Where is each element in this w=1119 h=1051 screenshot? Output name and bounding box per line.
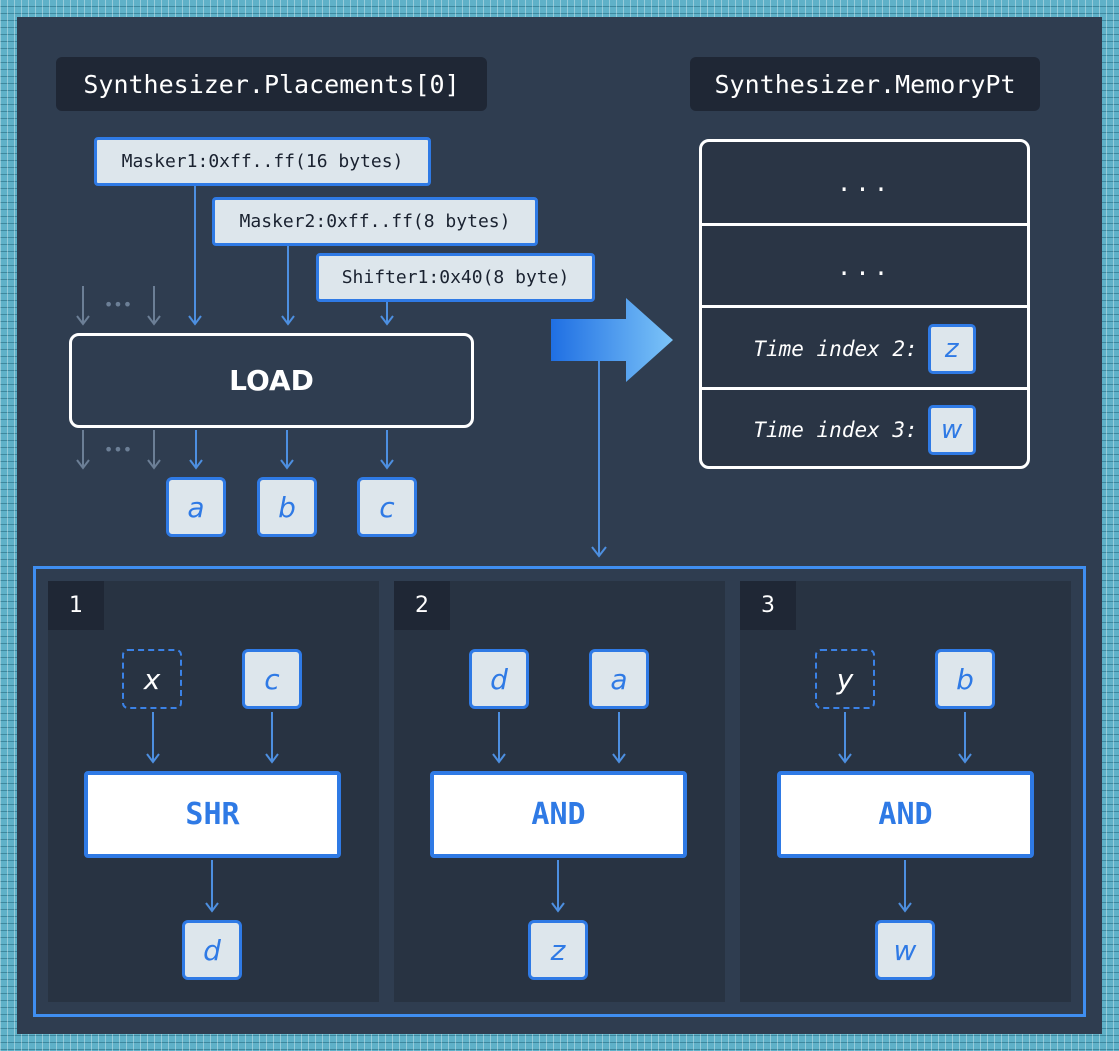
arrow-head	[838, 753, 852, 764]
arrow-head	[958, 753, 972, 764]
arrow-head	[146, 753, 160, 764]
memory-row-3-label: Time index 2:	[753, 336, 918, 361]
memory-var-w: w	[927, 404, 976, 455]
arrow-head	[591, 546, 607, 558]
down-to-container-arrow	[591, 361, 607, 558]
memory-divider	[702, 223, 1027, 226]
ellipsis-bottom: •••	[104, 440, 132, 459]
masker2-box: Masker2: 0xff..ff (8 bytes)	[212, 197, 538, 246]
arrow-head	[898, 902, 912, 913]
panel-1-input-c: c	[242, 649, 302, 709]
arrow-head	[147, 459, 161, 470]
memory-divider	[702, 305, 1027, 308]
memory-row-1-label: ...	[836, 168, 893, 197]
masker1-box: Masker1: 0xff..ff (16 bytes)	[94, 137, 431, 186]
panel-2-output-z: z	[528, 920, 588, 980]
load-output-a: a	[166, 477, 226, 537]
memory-row-4: Time index 3: w	[702, 389, 1027, 470]
memory-table: ... ... Time index 2: z Time index 3: w	[699, 139, 1030, 469]
panel-2-input-a: a	[589, 649, 649, 709]
masker1-name: Masker1:	[121, 151, 209, 172]
memory-row-2: ...	[702, 226, 1027, 307]
shifter1-box: Shifter1: 0x40 (8 byte)	[316, 253, 595, 302]
arrow-head	[205, 902, 219, 913]
panel-3-input-y: y	[815, 649, 875, 709]
memory-row-1: ...	[702, 142, 1027, 223]
memory-divider	[702, 387, 1027, 390]
load-output-c: c	[357, 477, 417, 537]
load-output-arrows	[189, 430, 394, 470]
memory-row-2-label: ...	[836, 252, 893, 281]
shifter1-size: (8 byte)	[482, 267, 570, 288]
memory-row-3: Time index 2: z	[702, 308, 1027, 389]
arrow-head	[551, 902, 565, 913]
arrow-head	[76, 315, 90, 326]
panel-2-input-d: d	[469, 649, 529, 709]
panel-2-number: 2	[394, 581, 450, 630]
masker2-name: Masker2:	[239, 211, 327, 232]
memory-var-z: z	[927, 323, 976, 374]
arrow-head	[380, 459, 394, 470]
panel-1-number: 1	[48, 581, 104, 630]
masker2-size: (8 bytes)	[412, 211, 511, 232]
ellipsis-top: •••	[104, 295, 132, 314]
arrow-head	[492, 753, 506, 764]
memory-row-4-label: Time index 3:	[753, 417, 918, 442]
arrow-head	[188, 315, 202, 326]
arrow-head	[189, 459, 203, 470]
panel-arrows	[146, 712, 972, 913]
panel-3-input-b: b	[935, 649, 995, 709]
arrow-head	[281, 315, 295, 326]
load-ellipsis-arrows-bottom	[76, 430, 161, 470]
arrow-head	[280, 459, 294, 470]
panel-1-op-box: SHR	[84, 771, 341, 858]
load-output-b: b	[257, 477, 317, 537]
arrow-head	[265, 753, 279, 764]
panel-1-input-x: x	[122, 649, 182, 709]
arrow-head	[76, 459, 90, 470]
operations-container	[33, 566, 1086, 1017]
load-ellipsis-arrows-top	[76, 286, 161, 326]
masker2-value: 0xff..ff	[326, 211, 413, 232]
masker-arrows	[188, 186, 394, 326]
memory-title: Synthesizer.MemoryPt	[690, 57, 1040, 111]
arrow-head	[380, 315, 394, 326]
arrow-head	[147, 315, 161, 326]
big-right-arrow	[551, 298, 673, 382]
placements-title: Synthesizer.Placements[0]	[56, 57, 487, 111]
shifter1-name: Shifter1:	[341, 267, 440, 288]
masker1-value: 0xff..ff	[208, 151, 296, 172]
panel-3-op-box: AND	[777, 771, 1034, 858]
panel-2-op-box: AND	[430, 771, 687, 858]
panel-3-output-w: w	[875, 920, 935, 980]
masker1-size: (16 bytes)	[295, 151, 404, 172]
shifter1-value: 0x40	[439, 267, 483, 288]
panel-3-number: 3	[740, 581, 796, 630]
arrow-head	[612, 753, 626, 764]
load-box: LOAD	[69, 333, 474, 428]
panel-1-output-d: d	[182, 920, 242, 980]
